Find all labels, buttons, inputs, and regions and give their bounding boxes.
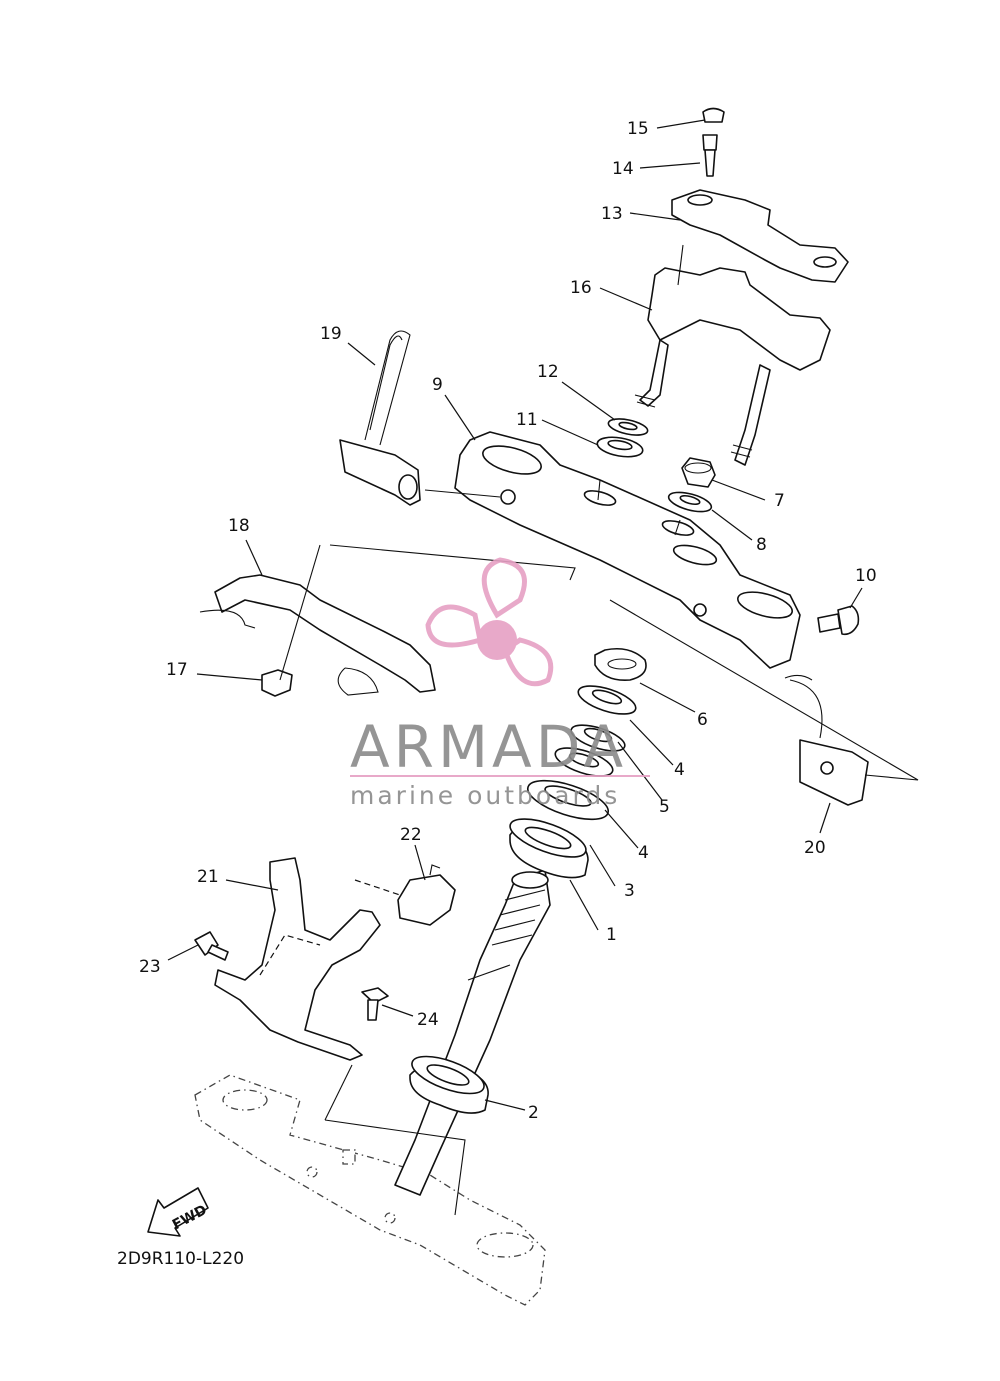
callout-5[interactable]: 5 (659, 797, 670, 817)
bolt-part-14 (702, 134, 718, 177)
callout-2[interactable]: 2 (528, 1103, 539, 1123)
steering-stem (394, 869, 551, 1196)
callout-10[interactable]: 10 (855, 566, 877, 586)
watermark: ARMADA marine outboards (350, 557, 650, 810)
bearing-part-2 (409, 1055, 489, 1114)
clip-part-19 (339, 330, 421, 506)
washer-part-12 (607, 418, 649, 436)
callout-8[interactable]: 8 (756, 535, 767, 555)
nut-part-5 (570, 724, 626, 752)
lock-washer-part-6 (594, 647, 647, 682)
callout-1[interactable]: 1 (606, 925, 617, 945)
fwd-arrow-icon: FWD (147, 1187, 210, 1237)
callout-4-upper[interactable]: 4 (674, 760, 685, 780)
handlebar-holder-part-16 (634, 267, 831, 466)
callout-4-lower[interactable]: 4 (638, 843, 649, 863)
callout-7[interactable]: 7 (774, 491, 785, 511)
bolt-part-23 (194, 931, 229, 961)
callout-3[interactable]: 3 (624, 881, 635, 901)
callout-13[interactable]: 13 (601, 204, 623, 224)
callout-15[interactable]: 15 (627, 119, 649, 139)
callout-labels: 1 2 3 4 4 5 6 7 8 9 10 11 12 13 14 15 16… (139, 119, 877, 1123)
callout-11[interactable]: 11 (516, 410, 538, 430)
upper-holder-part-13 (671, 189, 849, 283)
callout-20[interactable]: 20 (804, 838, 826, 858)
bolt-part-24 (361, 987, 389, 1021)
callout-9[interactable]: 9 (432, 375, 443, 395)
bracket-part-18 (199, 574, 436, 696)
propeller-icon (425, 557, 554, 687)
washer-part-8 (667, 491, 713, 513)
diagram-code: 2D9R110-L220 (117, 1249, 244, 1269)
callout-16[interactable]: 16 (570, 278, 592, 298)
assembly-reference-lines (279, 244, 919, 1216)
callout-22[interactable]: 22 (400, 825, 422, 845)
lower-bracket (194, 1074, 546, 1306)
seal-part-3 (526, 779, 610, 821)
bearing-part-1 (509, 818, 589, 879)
callout-17[interactable]: 17 (166, 660, 188, 680)
nut-part-17 (261, 669, 293, 697)
watermark-brand: ARMADA (350, 713, 627, 781)
cap-part-15 (702, 107, 725, 123)
clip-part-22 (397, 864, 456, 926)
callout-23[interactable]: 23 (139, 957, 161, 977)
callout-12[interactable]: 12 (537, 362, 559, 382)
bolt-part-10 (817, 605, 860, 636)
bracket-part-21 (214, 857, 381, 1061)
watermark-tagline: marine outboards (350, 781, 620, 810)
washer-part-4-lower (554, 747, 614, 777)
callout-24[interactable]: 24 (417, 1010, 439, 1030)
upper-bracket-part-9 (454, 431, 801, 669)
callout-21[interactable]: 21 (197, 867, 219, 887)
clip-part-20 (784, 674, 869, 806)
collar-part-11 (596, 436, 644, 458)
callout-6[interactable]: 6 (697, 710, 708, 730)
callout-leaders (167, 119, 863, 1111)
washer-part-4-upper (577, 685, 637, 715)
nut-part-7 (681, 457, 716, 488)
callout-18[interactable]: 18 (228, 516, 250, 536)
callout-14[interactable]: 14 (612, 159, 634, 179)
callout-19[interactable]: 19 (320, 324, 342, 344)
